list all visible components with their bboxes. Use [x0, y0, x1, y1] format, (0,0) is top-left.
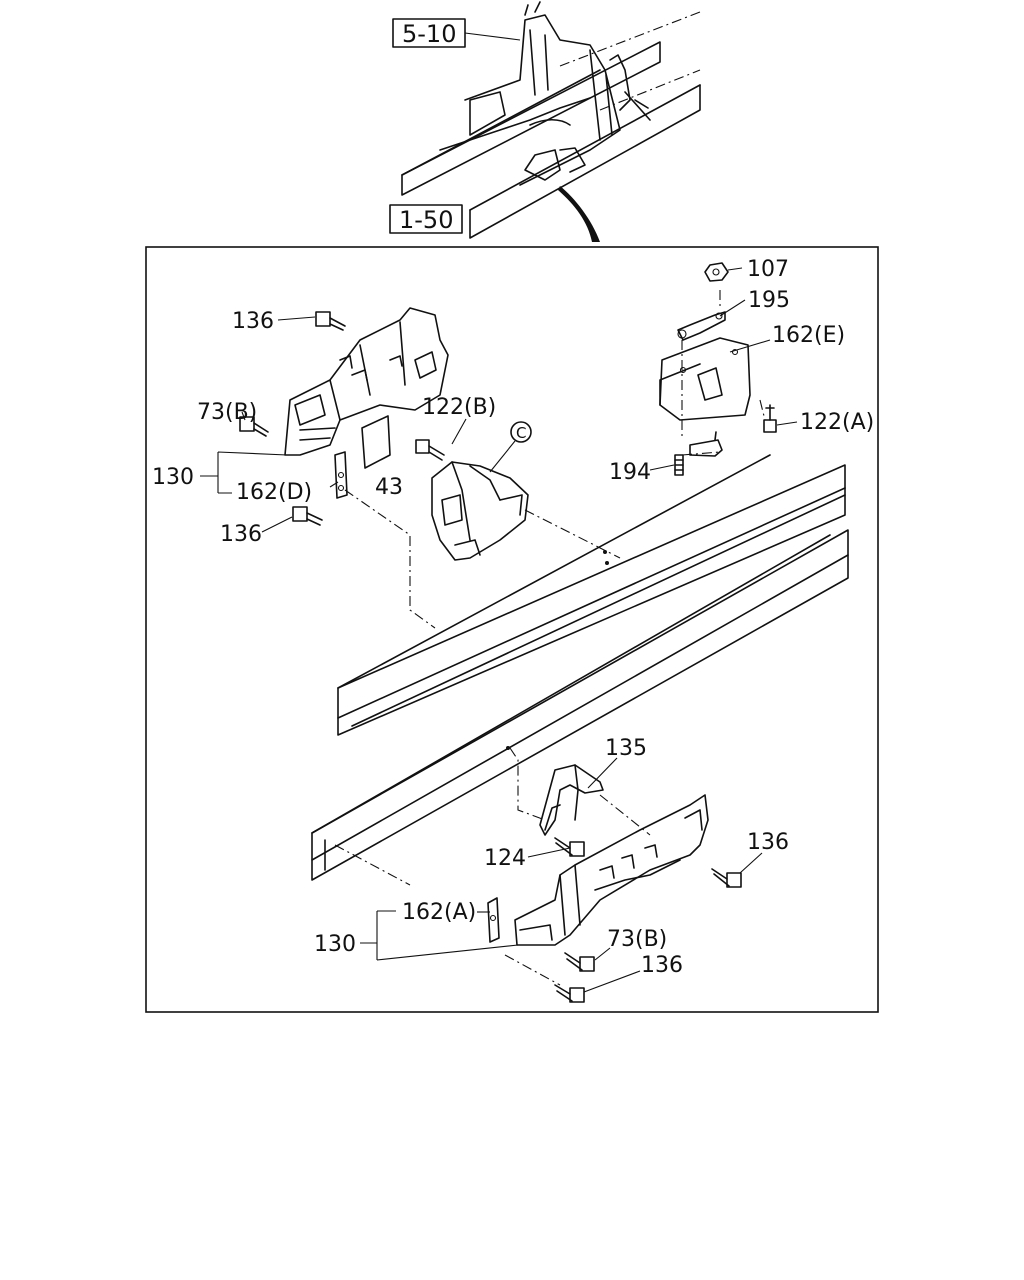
bracket-162-a [487, 897, 500, 943]
group-bracket-130-lower [360, 910, 519, 961]
label-73b-a: 73(B) [197, 400, 257, 425]
label-195: 195 [748, 288, 790, 313]
part-labels: 136 73(B) 130 162(D) 136 43 122(B) 107 1… [152, 257, 874, 978]
bolt-124-icon [554, 837, 585, 857]
label-162e: 162(E) [772, 323, 845, 348]
bolt-122a-icon [763, 404, 777, 433]
label-43: 43 [375, 475, 403, 500]
label-122a: 122(A) [800, 410, 874, 435]
bolt-136-mid-icon [292, 506, 323, 526]
bolt-136-right-icon [711, 868, 742, 888]
stud-194-icon [674, 454, 684, 476]
bracket-43 [361, 415, 391, 469]
center-mount-bracket [431, 461, 529, 561]
rear-bracket-130-lower [514, 794, 709, 946]
reference-1-50[interactable]: 1-50 [389, 204, 463, 234]
label-136-d: 136 [641, 953, 683, 978]
label-73b-b: 73(B) [607, 927, 667, 952]
label-162d: 162(D) [236, 480, 312, 505]
washer-195 [677, 311, 726, 341]
clip-194 [689, 431, 723, 457]
label-162a: 162(A) [402, 900, 476, 925]
bracket-135 [539, 764, 604, 836]
reference-5-10[interactable]: 5-10 [392, 18, 521, 48]
bolt-136-lower-icon [554, 984, 585, 1003]
bolt-73b-lower-icon [564, 952, 595, 972]
label-136-b: 136 [220, 522, 262, 547]
bracket-162-d [334, 451, 348, 499]
group-bracket-130-upper [200, 451, 288, 494]
assembly-center-lines [334, 290, 766, 986]
svg-text:C: C [516, 424, 526, 442]
label-135: 135 [605, 736, 647, 761]
label-124: 124 [484, 846, 526, 871]
svg-text:1-50: 1-50 [399, 206, 453, 234]
lower-frame-rail [311, 529, 849, 881]
callout-c[interactable]: C [489, 421, 532, 473]
bolt-122b-icon [415, 439, 445, 461]
plate-162-e [659, 337, 751, 421]
upper-frame-rail [337, 454, 846, 736]
front-bracket-130-upper [284, 307, 449, 456]
label-130-a: 130 [152, 465, 194, 490]
label-107: 107 [747, 257, 789, 282]
nut-107-icon [704, 262, 729, 282]
overview-vehicle-frame [401, 1, 701, 242]
label-136-a: 136 [232, 309, 274, 334]
bolt-136-upper-icon [315, 311, 346, 331]
svg-text:5-10: 5-10 [402, 20, 456, 48]
detail-frame [145, 246, 879, 1013]
label-122b: 122(B) [422, 395, 496, 420]
bolt-73b-upper-icon [239, 416, 269, 437]
label-136-c: 136 [747, 830, 789, 855]
leader-lines [241, 267, 798, 993]
label-194: 194 [609, 460, 651, 485]
label-130-b: 130 [314, 932, 356, 957]
